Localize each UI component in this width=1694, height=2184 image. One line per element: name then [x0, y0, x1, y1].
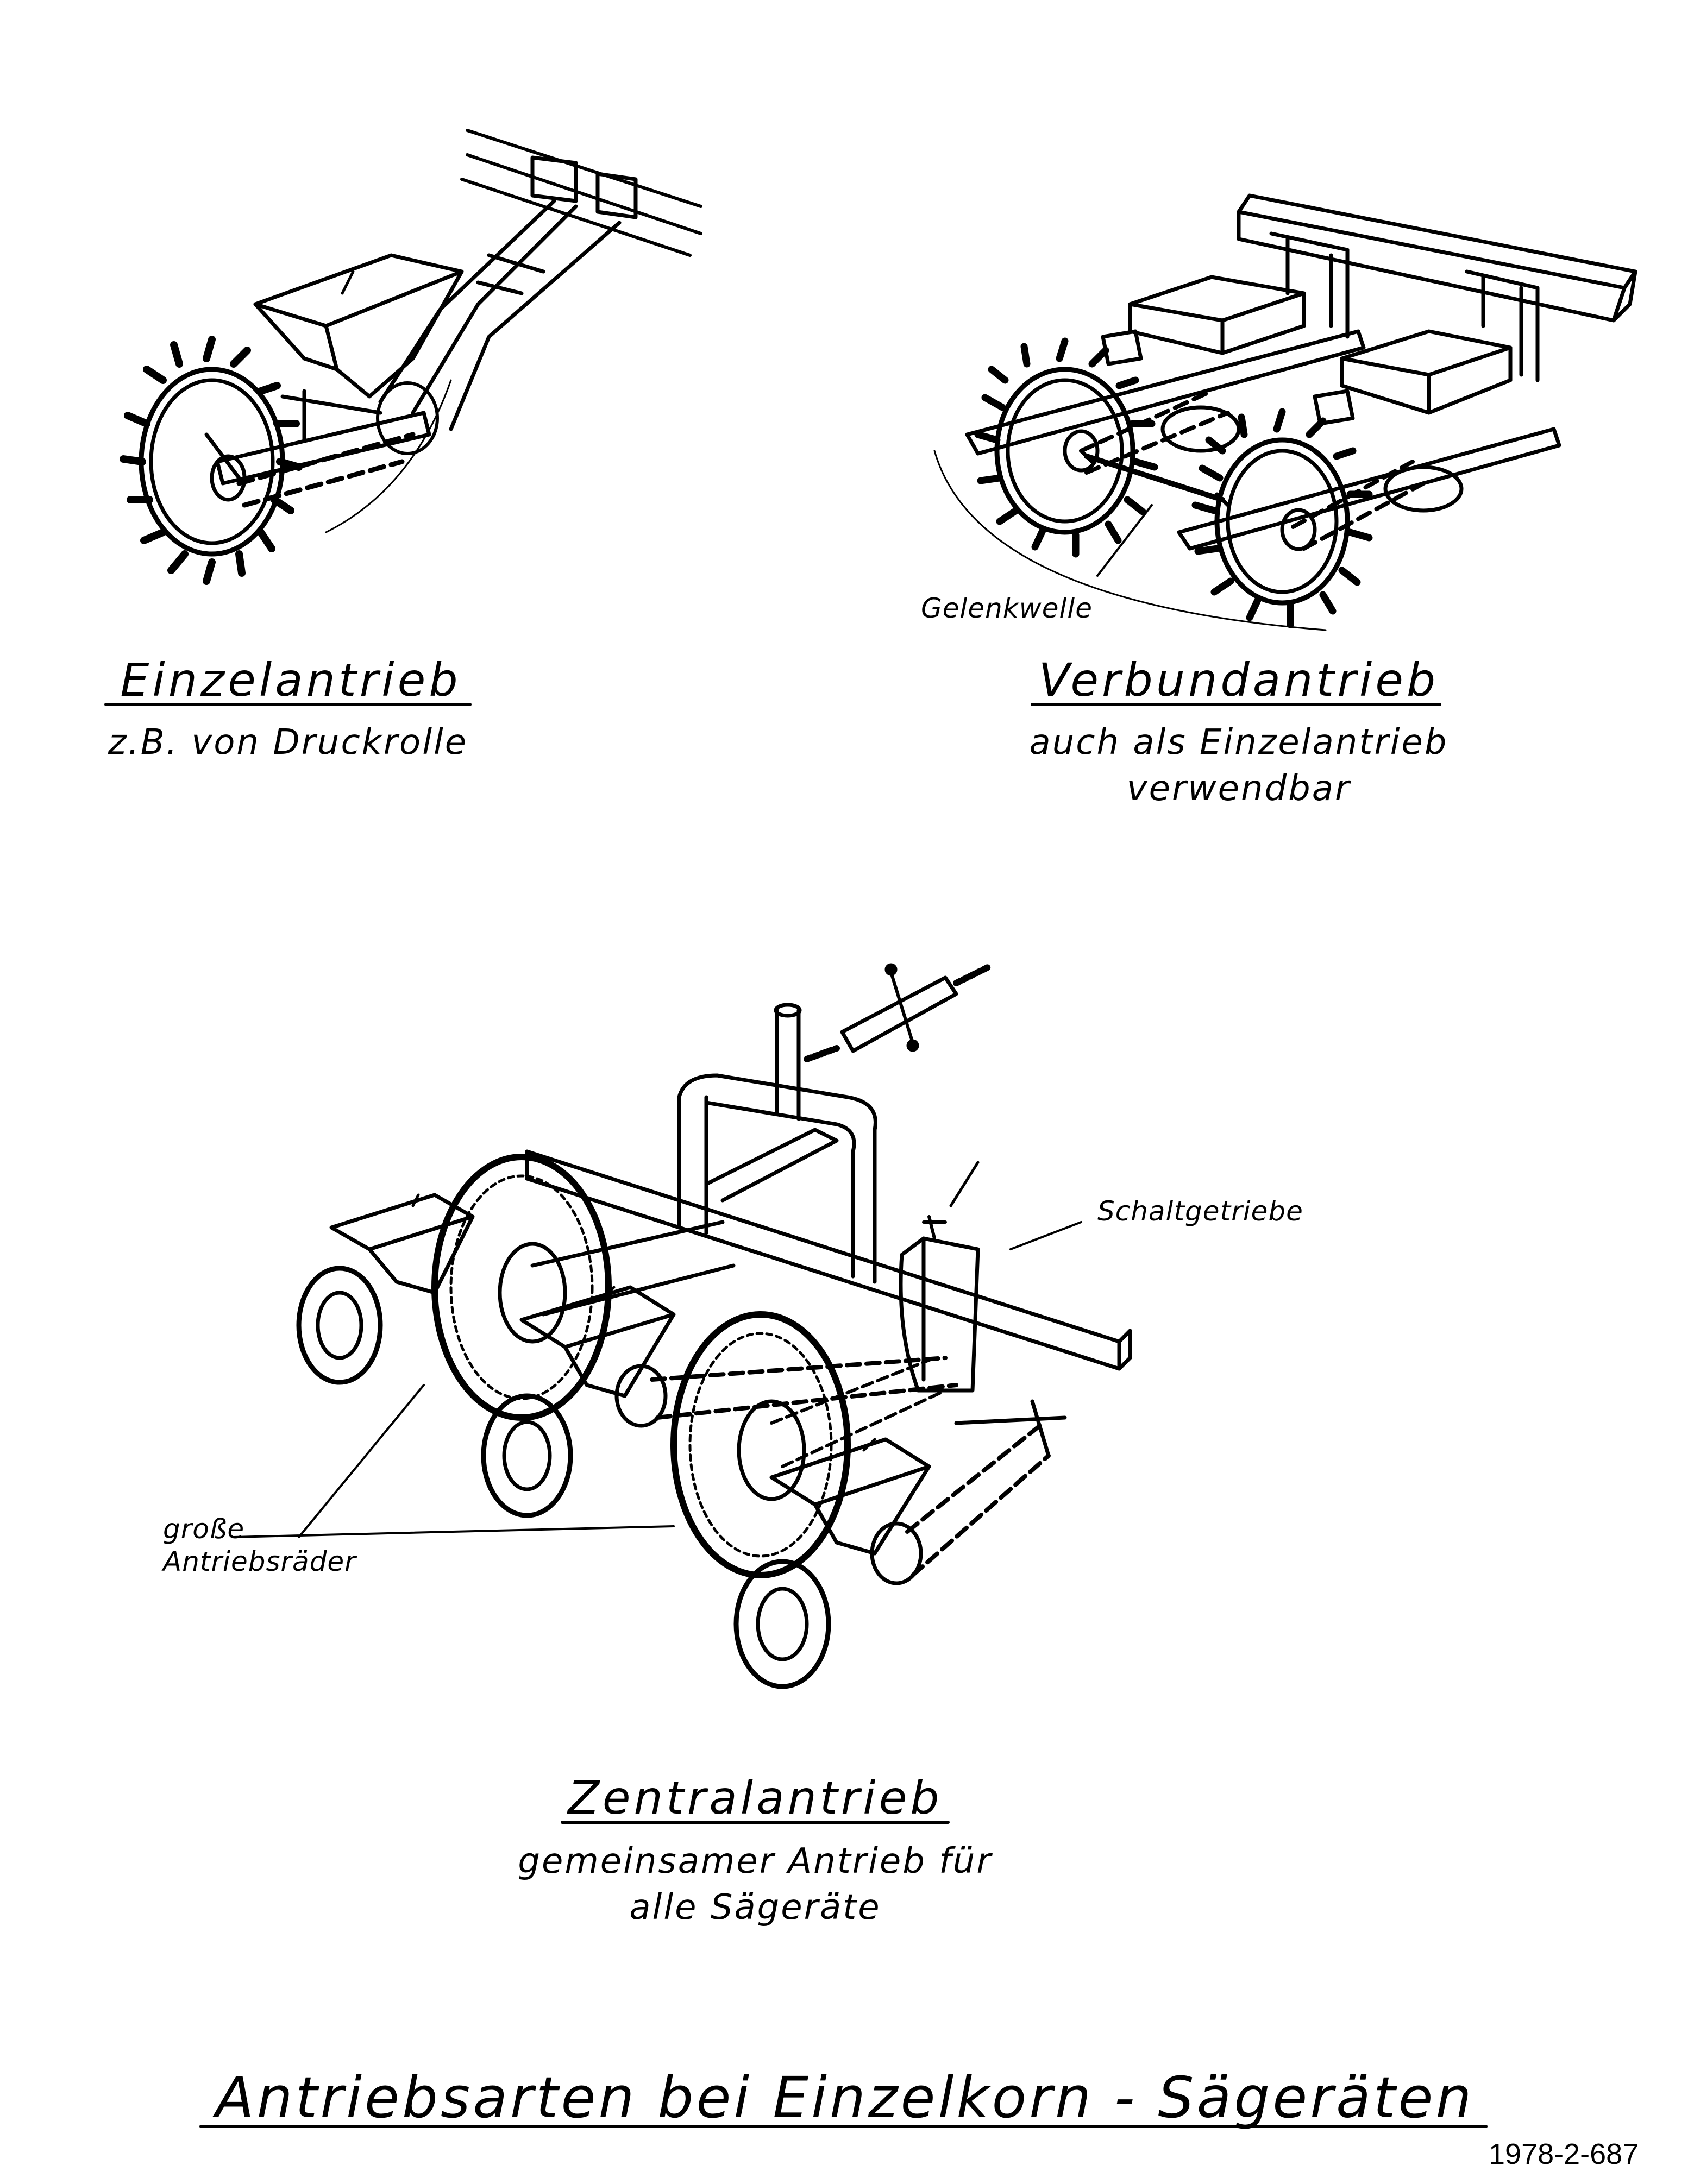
verbundantrieb-subtitle-line1: auch als Einzelantrieb	[1029, 722, 1448, 763]
antriebsraeder-label-line2: Antriebsräder	[163, 1546, 356, 1577]
verbundantrieb-drawing	[933, 193, 1637, 631]
einzelantrieb-heading: Einzelantrieb	[120, 653, 461, 707]
zentralantrieb-heading: Zentralantrieb	[568, 1771, 943, 1824]
verbundantrieb-subtitle-line2: verwendbar	[1126, 769, 1351, 809]
antriebsraeder-label-line1: große	[163, 1513, 245, 1545]
page-title: Antriebsarten bei Einzelkorn - Sägeräten	[215, 2065, 1475, 2131]
gelenkwelle-label: Gelenkwelle	[921, 593, 1093, 624]
reference-number: 1978-2-687	[1489, 2138, 1639, 2170]
zentralantrieb-drawing	[233, 963, 1132, 1689]
einzelantrieb-drawing	[120, 129, 702, 585]
heading-underlines	[104, 703, 1488, 2128]
zentralantrieb-subtitle-line2: alle Sägeräte	[629, 1887, 881, 1928]
zentralantrieb-subtitle-line1: gemeinsamer Antrieb für	[518, 1841, 993, 1881]
verbundantrieb-heading: Verbundantrieb	[1038, 653, 1439, 707]
einzelantrieb-subtitle: z.B. von Druckrolle	[108, 722, 468, 763]
schaltgetriebe-label: Schaltgetriebe	[1097, 1195, 1303, 1227]
